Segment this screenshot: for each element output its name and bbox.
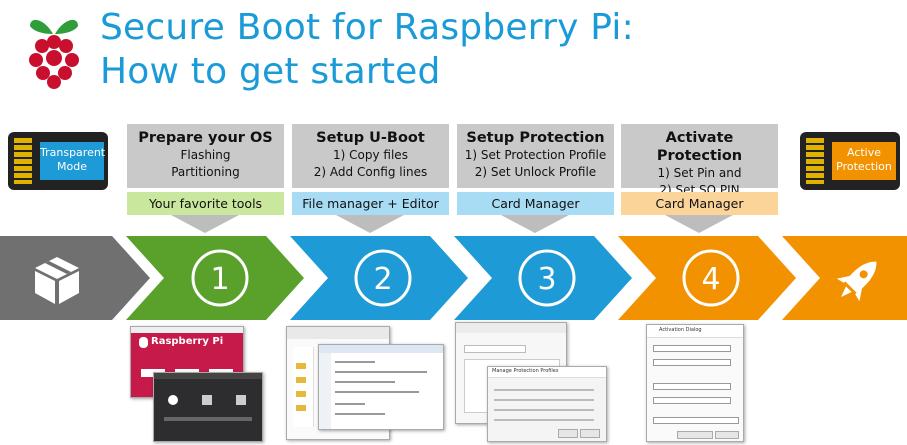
step-box-3: Setup Protection 1) Set Protection Profi…	[457, 124, 614, 188]
step-arrow-1	[126, 236, 304, 320]
step-title: Setup U-Boot	[316, 130, 425, 146]
step-line: 2) Set Unlock Profile	[474, 165, 597, 179]
step-title: Activate Protection	[656, 130, 743, 164]
rpi-imager-brand: Raspberry Pi	[151, 336, 224, 347]
step-number-3: 3	[518, 249, 576, 307]
svg-text:3: 3	[537, 262, 556, 297]
svg-text:4: 4	[701, 262, 720, 297]
step-line: 2) Add Config lines	[313, 165, 428, 179]
sd-card-label-right: Active Protection	[832, 142, 896, 180]
rpi-imager-progress-screenshot	[153, 372, 263, 442]
sd-card-left: Transparent Mode	[8, 132, 108, 190]
step-box-1: Prepare your OS Flashing Partitioning	[127, 124, 284, 188]
step-line: Flashing	[180, 148, 231, 162]
sd-card-right: Active Protection	[800, 132, 900, 190]
activation-dialog-title: Activation Dialog	[659, 327, 702, 333]
step-line: Partitioning	[171, 165, 240, 179]
editor-screenshot	[318, 344, 444, 430]
step-title: Prepare your OS	[138, 130, 273, 146]
page-title: Secure Boot for Raspberry Pi:	[100, 7, 634, 48]
step-notch	[336, 215, 404, 233]
manage-profiles-title: Manage Protection Profiles	[492, 368, 559, 374]
step-notch	[501, 215, 569, 233]
step-title: Setup Protection	[466, 130, 605, 146]
svg-text:1: 1	[210, 262, 229, 297]
step-arrow-3	[454, 236, 632, 320]
step-tool-2: File manager + Editor	[292, 192, 449, 215]
raspberry-logo	[29, 19, 79, 89]
step-arrow-2	[290, 236, 468, 320]
step-number-2: 2	[354, 249, 412, 307]
box-icon	[35, 257, 79, 304]
step-line: 1) Copy files	[333, 148, 408, 162]
step-tool-4: Card Manager	[621, 192, 778, 215]
process-band	[0, 236, 907, 320]
rocket-icon	[836, 261, 877, 302]
step-line: 1) Set Pin and	[657, 166, 742, 180]
step-number-1: 1	[191, 249, 249, 307]
step-notch	[665, 215, 733, 233]
page-subtitle: How to get started	[100, 51, 441, 92]
step-box-2: Setup U-Boot 1) Copy files 2) Add Config…	[292, 124, 449, 188]
step-tool-1: Your favorite tools	[127, 192, 284, 215]
step-line: 1) Set Protection Profile	[464, 148, 607, 162]
step-number-4: 4	[682, 249, 740, 307]
manage-profiles-screenshot: Manage Protection Profiles	[487, 366, 607, 442]
step-box-4: Activate Protection 1) Set Pin and 2) Se…	[621, 124, 778, 197]
sd-card-label-left: Transparent Mode	[40, 142, 105, 180]
step-tool-3: Card Manager	[457, 192, 614, 215]
step-notch	[171, 215, 239, 233]
svg-text:2: 2	[373, 262, 392, 297]
activation-dialog-screenshot: Activation Dialog	[646, 324, 744, 442]
step-arrow-4	[618, 236, 796, 320]
